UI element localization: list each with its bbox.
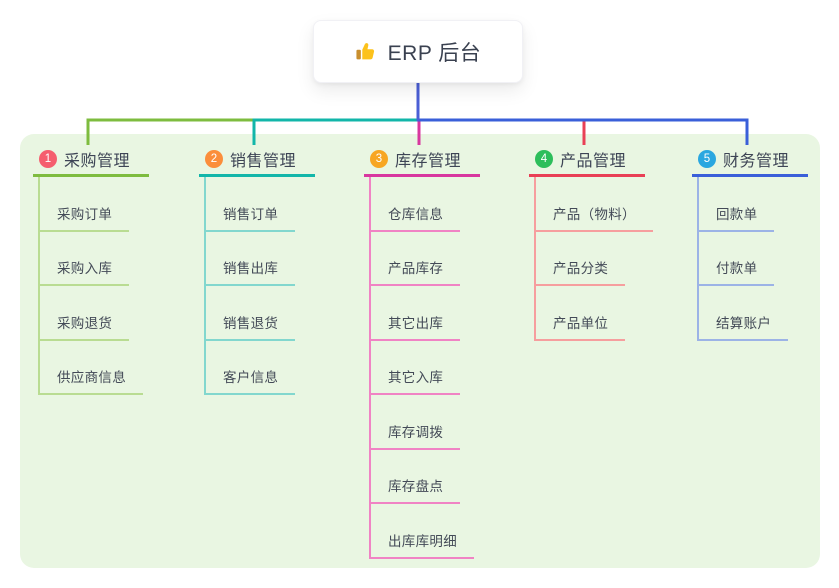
child-label: 付款单 [699,257,775,286]
branch-children-1: 采购订单采购入库采购退货供应商信息 [38,177,143,395]
child-label: 销售退货 [206,312,296,341]
child-node[interactable]: 产品单位 [536,286,653,341]
branch-header-2[interactable]: 2 销售管理 [199,146,315,177]
child-node[interactable]: 采购订单 [40,177,143,232]
child-node[interactable]: 销售退货 [206,286,296,341]
child-node[interactable]: 其它入库 [371,341,474,395]
child-label: 供应商信息 [40,366,143,395]
branch-number-badge: 5 [698,149,716,168]
child-label: 客户信息 [206,366,296,395]
root-node[interactable]: ERP 后台 [313,20,523,83]
branch-children-4: 产品（物料） 产品分类产品单位 [534,177,653,341]
child-node[interactable]: 结算账户 [699,286,789,341]
child-node[interactable]: 采购入库 [40,232,143,286]
branch-header-3[interactable]: 3 库存管理 [364,146,480,177]
child-label: 销售订单 [206,203,296,232]
branch-number-badge: 1 [39,149,57,168]
child-label: 库存盘点 [371,475,461,504]
child-node[interactable]: 采购退货 [40,286,143,341]
child-node[interactable]: 其它出库 [371,286,474,341]
child-label: 回款单 [699,203,775,232]
child-label: 库存调拨 [371,421,461,450]
child-label: 产品分类 [536,257,626,286]
child-node[interactable]: 回款单 [699,177,788,232]
child-node[interactable]: 库存调拨 [371,395,474,450]
branch-label: 产品管理 [560,152,627,170]
child-node[interactable]: 产品（物料） [536,177,653,232]
branch-number-badge: 4 [535,149,553,168]
branch-label: 库存管理 [395,152,462,170]
root-label: ERP 后台 [387,41,482,65]
child-node[interactable]: 付款单 [699,232,788,286]
child-label: 采购订单 [40,203,130,232]
thumbs-up-icon [355,40,378,63]
branch-label: 财务管理 [723,152,790,170]
branch-header-1[interactable]: 1 采购管理 [33,146,149,177]
branch-label: 销售管理 [230,152,297,170]
branch-children-3: 仓库信息产品库存其它出库其它入库库存调拨库存盘点出库库明细 [369,177,474,559]
child-label: 产品单位 [536,312,626,341]
child-label: 出库库明细 [371,530,474,559]
child-label: 产品（物料） [536,203,653,232]
child-node[interactable]: 客户信息 [206,341,296,395]
child-label: 采购入库 [40,257,130,286]
child-label: 销售出库 [206,257,296,286]
child-label: 其它入库 [371,366,461,395]
child-label: 采购退货 [40,312,130,341]
branch-header-4[interactable]: 4 产品管理 [529,146,645,177]
branch-header-5[interactable]: 5 财务管理 [692,146,808,177]
child-label: 仓库信息 [371,203,461,232]
child-node[interactable]: 销售订单 [206,177,296,232]
child-node[interactable]: 销售出库 [206,232,296,286]
branch-number-badge: 3 [370,149,388,168]
child-node[interactable]: 产品库存 [371,232,474,286]
child-label: 产品库存 [371,257,461,286]
child-node[interactable]: 供应商信息 [40,341,143,395]
child-node[interactable]: 产品分类 [536,232,653,286]
branch-children-5: 回款单付款单结算账户 [697,177,789,341]
child-node[interactable]: 库存盘点 [371,450,474,504]
child-label: 结算账户 [699,312,789,341]
child-node[interactable]: 仓库信息 [371,177,474,232]
branch-children-2: 销售订单销售出库销售退货客户信息 [204,177,296,395]
child-label: 其它出库 [371,312,461,341]
child-node[interactable]: 出库库明细 [371,504,474,559]
branch-number-badge: 2 [205,149,223,168]
branch-label: 采购管理 [64,152,131,170]
mindmap-panel [20,134,820,568]
